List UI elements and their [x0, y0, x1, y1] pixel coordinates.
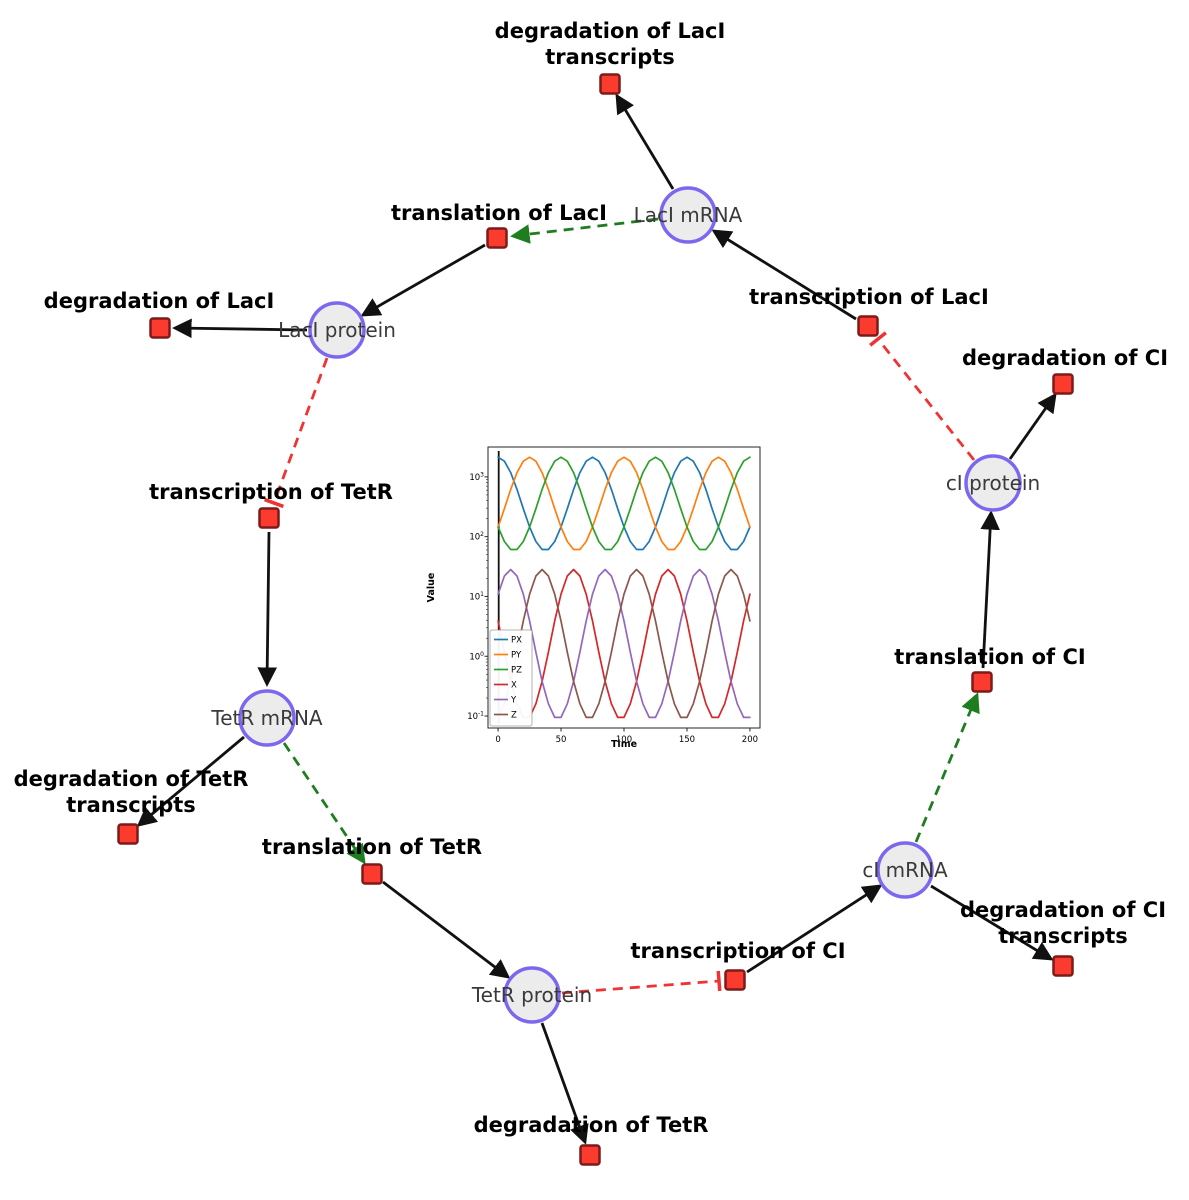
series-line-Z: [497, 568, 751, 719]
species-label-tetr-mrna: TetR mRNA: [210, 706, 323, 730]
series-line-PZ: [497, 456, 751, 551]
edge-translation-of-tetr-to-tetr-protein: [382, 880, 511, 979]
series-line-Y: [497, 568, 751, 719]
reaction-label-degradation-of-ci-transcripts: degradation of CI: [960, 898, 1166, 922]
inhibition-tee: [716, 970, 722, 992]
reaction-node-degradation-of-ci-transcripts[interactable]: [1052, 955, 1074, 977]
y-tick-label: 103: [469, 471, 484, 483]
reaction-label-transcription-of-laci: transcription of LacI: [749, 285, 989, 309]
reaction-label-transcription-of-tetr: transcription of TetR: [149, 480, 393, 504]
edge-laci-protein-to-degradation-of-laci: [172, 318, 308, 339]
species-node-laci-mrna[interactable]: [659, 186, 717, 244]
edge-laci-mrna-to-translation-of-laci: [510, 217, 659, 244]
species-node-ci-protein[interactable]: [964, 454, 1022, 512]
reaction-node-degradation-of-tetr[interactable]: [579, 1144, 601, 1166]
reaction-label-translation-of-laci: translation of LacI: [391, 201, 607, 225]
x-tick-label: 100: [616, 735, 632, 745]
x-tick-label: 200: [742, 735, 758, 745]
edge-laci-mrna-to-degradation-of-laci-transcripts: [615, 93, 675, 190]
y-tick-label: 102: [469, 531, 484, 543]
species-node-laci-protein[interactable]: [308, 301, 366, 359]
edge-tetr-mrna-to-translation-of-tetr: [282, 742, 366, 865]
legend-label-PY: PY: [511, 651, 522, 661]
species-node-tetr-mrna[interactable]: [238, 689, 296, 747]
species-label-ci-protein: cI protein: [946, 471, 1040, 495]
reaction-label-degradation-of-laci: degradation of LacI: [44, 289, 275, 313]
legend-label-X: X: [511, 681, 517, 691]
reaction-label-degradation-of-tetr-transcripts: transcripts: [66, 793, 196, 817]
reaction-label-degradation-of-laci-transcripts: degradation of LacI: [495, 19, 726, 43]
reaction-node-degradation-of-laci-transcripts[interactable]: [599, 73, 621, 95]
edge-transcription-of-laci-to-laci-mrna: [711, 229, 857, 321]
reaction-node-degradation-of-tetr-transcripts[interactable]: [117, 823, 139, 845]
reaction-node-degradation-of-laci[interactable]: [149, 317, 171, 339]
y-axis-label: Value: [426, 573, 437, 603]
series-line-X: [497, 568, 751, 719]
edge-translation-of-laci-to-laci-protein: [360, 243, 486, 317]
edge-ci-mrna-to-degradation-of-ci-transcripts: [930, 884, 1054, 961]
x-tick-label: 0: [495, 735, 500, 745]
x-axis-label: Time: [611, 739, 637, 750]
reaction-node-translation-of-ci[interactable]: [971, 671, 993, 693]
series-line-PY: [497, 456, 751, 551]
legend-label-PZ: PZ: [511, 666, 522, 676]
edge-laci-protein-to-transcription-of-tetr: [264, 357, 329, 509]
y-tick-label: 101: [469, 591, 484, 603]
species-node-ci-mrna[interactable]: [876, 841, 934, 899]
reaction-node-transcription-of-laci[interactable]: [857, 315, 879, 337]
x-tick-label: 50: [556, 735, 567, 745]
reaction-node-transcription-of-tetr[interactable]: [258, 507, 280, 529]
species-label-laci-protein: LacI protein: [278, 318, 396, 342]
reaction-node-transcription-of-ci[interactable]: [724, 969, 746, 991]
edge-tetr-mrna-to-degradation-of-tetr-transcripts: [136, 735, 245, 827]
inhibition-tee: [264, 497, 284, 509]
reaction-label-degradation-of-ci: degradation of CI: [962, 346, 1168, 370]
species-label-ci-mrna: cI mRNA: [862, 858, 948, 882]
edge-translation-of-ci-to-ci-protein: [980, 510, 1000, 669]
edge-ci-protein-to-degradation-of-ci: [1008, 392, 1057, 460]
inhibition-tee: [869, 331, 887, 347]
x-tick-label: 150: [679, 735, 695, 745]
reaction-label-transcription-of-ci: transcription of CI: [630, 939, 845, 963]
reaction-label-degradation-of-tetr-transcripts: degradation of TetR: [14, 767, 249, 791]
reaction-label-translation-of-tetr: translation of TetR: [262, 835, 482, 859]
reaction-node-degradation-of-ci[interactable]: [1052, 373, 1074, 395]
edge-transcription-of-ci-to-ci-mrna: [746, 884, 883, 974]
species-label-laci-mrna: LacI mRNA: [634, 203, 743, 227]
edge-ci-mrna-to-translation-of-ci: [914, 692, 980, 843]
reaction-label-degradation-of-laci-transcripts: transcripts: [545, 45, 675, 69]
edge-transcription-of-tetr-to-tetr-mrna: [257, 531, 278, 687]
edge-tetr-protein-to-transcription-of-ci: [561, 970, 722, 995]
edge-tetr-protein-to-degradation-of-tetr: [540, 1022, 589, 1145]
legend-label-Z: Z: [511, 711, 517, 721]
reaction-node-translation-of-laci[interactable]: [486, 227, 508, 249]
reaction-label-degradation-of-tetr: degradation of TetR: [474, 1113, 709, 1137]
legend-label-Y: Y: [510, 696, 517, 706]
reaction-label-translation-of-ci: translation of CI: [894, 645, 1085, 669]
species-node-tetr-protein[interactable]: [503, 966, 561, 1024]
y-tick-label: 10-1: [467, 711, 484, 723]
legend-label-PX: PX: [511, 636, 522, 646]
reaction-label-degradation-of-ci-transcripts: transcripts: [998, 924, 1128, 948]
reaction-node-translation-of-tetr[interactable]: [361, 863, 383, 885]
edge-ci-protein-to-transcription-of-laci: [869, 331, 976, 461]
y-tick-label: 100: [469, 651, 484, 663]
species-label-tetr-protein: TetR protein: [471, 983, 592, 1007]
